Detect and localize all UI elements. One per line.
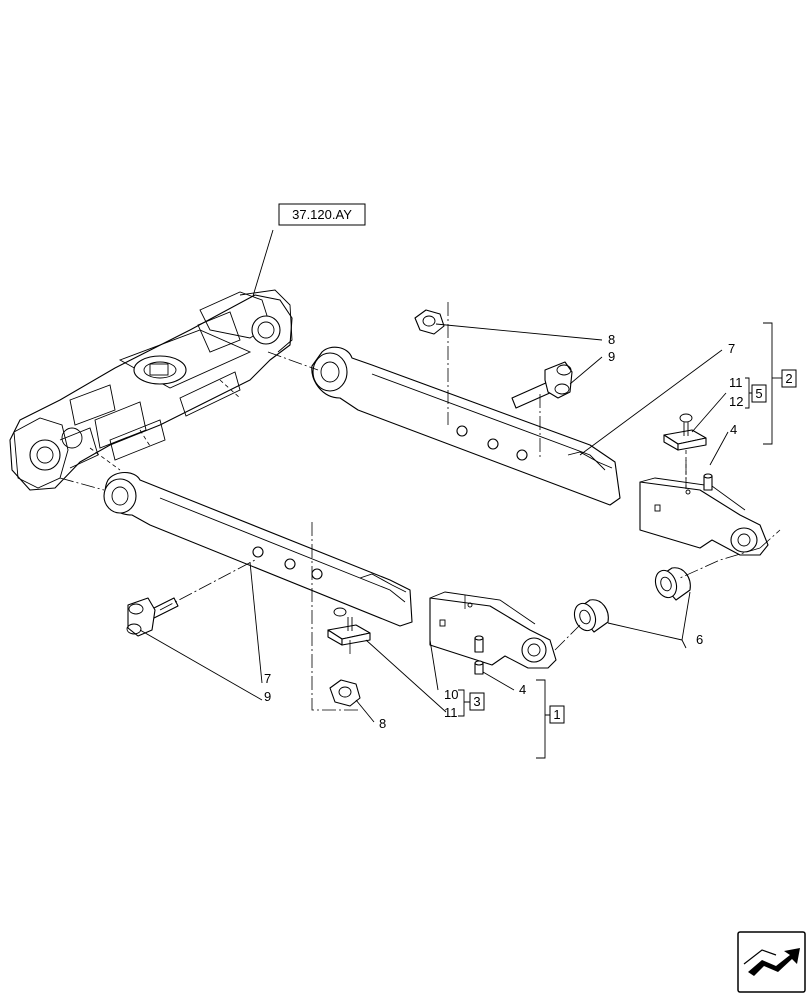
roll-pin-bottom — [474, 635, 484, 675]
assembly-box-3 — [469, 692, 485, 711]
nut-top — [414, 309, 445, 335]
callout-6: 6 — [696, 632, 703, 647]
leader-lines — [139, 229, 729, 723]
roll-pin-top — [703, 473, 713, 491]
next-page-arrow-icon[interactable] — [737, 931, 806, 993]
assembly-label-3: 3 — [473, 694, 480, 709]
stabilizer-pin-bottom — [126, 597, 179, 637]
nut-bottom — [329, 679, 361, 707]
lift-arm-upper — [311, 346, 621, 506]
callout-7-bottom: 7 — [264, 671, 271, 686]
hook-end-lower — [429, 591, 557, 669]
centre-lines — [59, 302, 781, 711]
callout-12-top: 12 — [729, 394, 743, 409]
assembly-label-5: 5 — [755, 386, 762, 401]
latch-assembly-top — [663, 413, 707, 490]
stabilizer-pin-top — [511, 361, 573, 409]
callout-7-top: 7 — [728, 341, 735, 356]
callout-4-top: 4 — [730, 422, 737, 437]
assembly-box-1 — [549, 705, 565, 724]
callout-8-top: 8 — [608, 332, 615, 347]
callout-9-bottom: 9 — [264, 689, 271, 704]
axle-housing — [9, 289, 293, 491]
assembly-label-1: 1 — [553, 707, 560, 722]
latch-assembly-bottom — [327, 607, 371, 646]
lift-arm-lower — [103, 471, 413, 627]
reference-label: 37.120.AY — [292, 207, 352, 222]
brackets — [458, 322, 782, 759]
callout-9-top: 9 — [608, 349, 615, 364]
callout-10: 10 — [444, 687, 458, 702]
reference-box — [278, 203, 366, 226]
assembly-label-2: 2 — [785, 371, 792, 386]
assembly-box-5 — [751, 384, 767, 403]
callout-4-bottom: 4 — [519, 682, 526, 697]
bushing-upper — [654, 567, 691, 601]
hook-end-right — [639, 477, 769, 556]
callout-11-top: 11 — [729, 375, 743, 390]
bushing-lower — [573, 599, 609, 633]
assembly-box-2 — [781, 369, 797, 388]
callout-8-bottom: 8 — [379, 716, 386, 731]
callout-11-bottom: 11 — [444, 705, 458, 720]
